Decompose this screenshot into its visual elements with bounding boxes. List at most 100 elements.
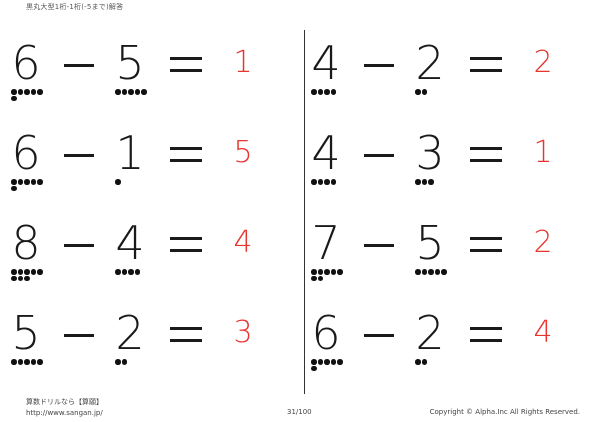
minuend-dots [11, 179, 75, 209]
subtrahend: 5 [415, 216, 445, 270]
counting-dot [337, 269, 343, 275]
counting-dot [11, 179, 17, 185]
subtrahend: 1 [115, 126, 145, 180]
minuend: 4 [311, 36, 341, 90]
subtrahend-dots [415, 269, 479, 299]
footer-url-link[interactable]: http://www.sangan.jp/ [26, 409, 103, 417]
answer: 2 [533, 45, 553, 80]
counting-dot [128, 269, 134, 275]
subtrahend: 2 [415, 36, 445, 90]
counting-dot [11, 275, 17, 281]
counting-dot [317, 275, 323, 281]
counting-dot [121, 269, 127, 275]
minus-sign [64, 334, 94, 337]
counting-dot [441, 269, 447, 275]
counting-dot [121, 359, 127, 365]
subtrahend: 4 [115, 216, 145, 270]
counting-dot [311, 269, 317, 275]
column-divider [304, 30, 305, 394]
page-number: 31/100 [287, 408, 312, 416]
counting-dot [415, 89, 421, 95]
minus-sign [64, 244, 94, 247]
counting-dot [311, 365, 317, 371]
counting-dot [37, 269, 43, 275]
footer-brand-block: 算数ドリルなら【算願】 http://www.sangan.jp/ [26, 397, 103, 419]
counting-dot [115, 269, 121, 275]
counting-dot [24, 275, 30, 281]
subtrahend: 2 [415, 306, 445, 360]
subtrahend-dots [415, 179, 479, 209]
counting-dot [330, 89, 336, 95]
counting-dot [17, 269, 23, 275]
minus-sign [364, 334, 394, 337]
minus-sign [364, 154, 394, 157]
counting-dot [428, 269, 434, 275]
minuend: 6 [311, 306, 341, 360]
counting-dot [330, 179, 336, 185]
minuend: 7 [311, 216, 341, 270]
equals-sign [470, 327, 502, 342]
counting-dot [421, 269, 427, 275]
answer: 1 [533, 135, 553, 170]
problem-6: 4 3 1 [308, 130, 578, 200]
counting-dot [24, 269, 30, 275]
answer: 4 [233, 225, 253, 260]
subtrahend-dots [415, 359, 479, 389]
problem-5: 4 2 2 [308, 40, 578, 110]
counting-dot [30, 89, 36, 95]
counting-dot [24, 179, 30, 185]
counting-dot [115, 359, 121, 365]
minuend-dots [311, 89, 375, 119]
counting-dot [11, 269, 17, 275]
equals-sign [170, 327, 202, 342]
counting-dot [11, 185, 17, 191]
worksheet-title: 黒丸大型1桁-1桁(-5まで)解答 [26, 3, 124, 11]
answer: 3 [233, 315, 253, 350]
equals-sign [470, 57, 502, 72]
minuend: 8 [11, 216, 41, 270]
counting-dot [11, 95, 17, 101]
counting-dot [121, 89, 127, 95]
minus-sign [64, 154, 94, 157]
minus-sign [364, 64, 394, 67]
counting-dot [37, 89, 43, 95]
equals-sign [470, 147, 502, 162]
answer: 1 [233, 45, 253, 80]
subtrahend-dots [115, 89, 179, 119]
copyright: Copyright © Alpha.Inc All Rights Reserve… [429, 408, 580, 416]
counting-dot [415, 179, 421, 185]
problem-4: 5 2 3 [8, 310, 278, 380]
counting-dot [428, 179, 434, 185]
answer: 5 [233, 135, 253, 170]
minuend-dots [311, 269, 375, 299]
counting-dot [30, 359, 36, 365]
problem-1: 6 5 1 [8, 40, 278, 110]
subtrahend-dots [115, 359, 179, 389]
counting-dot [11, 89, 17, 95]
counting-dot [434, 269, 440, 275]
counting-dot [17, 179, 23, 185]
counting-dot [330, 359, 336, 365]
equals-sign [170, 57, 202, 72]
counting-dot [337, 359, 343, 365]
answer: 2 [533, 225, 553, 260]
minus-sign [364, 244, 394, 247]
counting-dot [115, 179, 121, 185]
problem-3: 8 4 4 [8, 220, 278, 290]
counting-dot [37, 359, 43, 365]
counting-dot [141, 89, 147, 95]
subtrahend: 5 [115, 36, 145, 90]
counting-dot [11, 359, 17, 365]
counting-dot [421, 89, 427, 95]
subtrahend: 3 [415, 126, 445, 180]
counting-dot [415, 359, 421, 365]
counting-dot [317, 359, 323, 365]
counting-dot [115, 89, 121, 95]
counting-dot [324, 179, 330, 185]
problem-2: 6 1 5 [8, 130, 278, 200]
counting-dot [311, 179, 317, 185]
subtrahend-dots [415, 89, 479, 119]
counting-dot [330, 269, 336, 275]
minuend: 6 [11, 36, 41, 90]
counting-dot [17, 275, 23, 281]
